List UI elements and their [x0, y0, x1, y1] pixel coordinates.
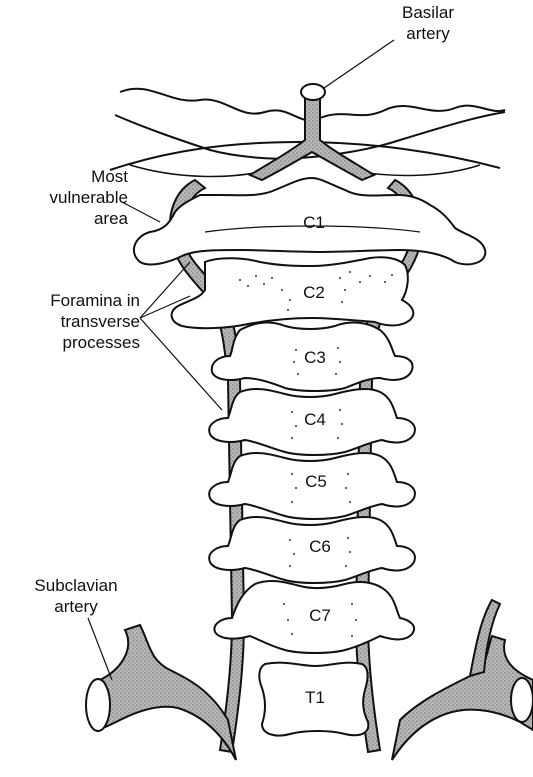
vulnerable-label-line-2: vulnerable — [38, 187, 128, 208]
right-subclavian-lumen — [511, 678, 533, 722]
vertebra-label-c5: C5 — [286, 472, 346, 492]
foramina-label-line-2: transverse — [12, 311, 140, 332]
basilar-artery — [250, 84, 374, 180]
vertebra-label-c1: C1 — [284, 213, 344, 233]
vertebra-label-c6: C6 — [290, 537, 350, 557]
foramina-label-line-3: processes — [12, 332, 140, 353]
vertebra-label-c4: C4 — [285, 410, 345, 430]
vertebra-label-c7: C7 — [290, 606, 350, 626]
vertebra-label-c2: C2 — [284, 283, 344, 303]
basilar-artery-label: Basilar artery — [388, 2, 468, 44]
subclavian-artery-label: Subclavian artery — [26, 575, 126, 617]
foramina-leader-3 — [140, 318, 222, 410]
basilar-leader — [324, 40, 394, 88]
basilar-label-line-2: artery — [388, 23, 468, 44]
left-subclavian-lumen — [86, 679, 110, 731]
vulnerable-label-line-3: area — [38, 208, 128, 229]
subclavian-leader — [88, 618, 112, 680]
vulnerable-label-line-1: Most — [38, 166, 128, 187]
most-vulnerable-area-label: Most vulnerable area — [38, 166, 128, 229]
vertebra-label-t1: T1 — [285, 688, 345, 708]
subclavian-label-line-2: artery — [26, 596, 126, 617]
skull-base-inner — [130, 165, 480, 176]
vertebra-label-c3: C3 — [285, 348, 345, 368]
foramina-label: Foramina in transverse processes — [12, 290, 140, 353]
subclavian-label-line-1: Subclavian — [26, 575, 126, 596]
left-subclavian-artery — [95, 625, 236, 760]
foramina-label-line-1: Foramina in — [12, 290, 140, 311]
basilar-label-line-1: Basilar — [388, 2, 468, 23]
